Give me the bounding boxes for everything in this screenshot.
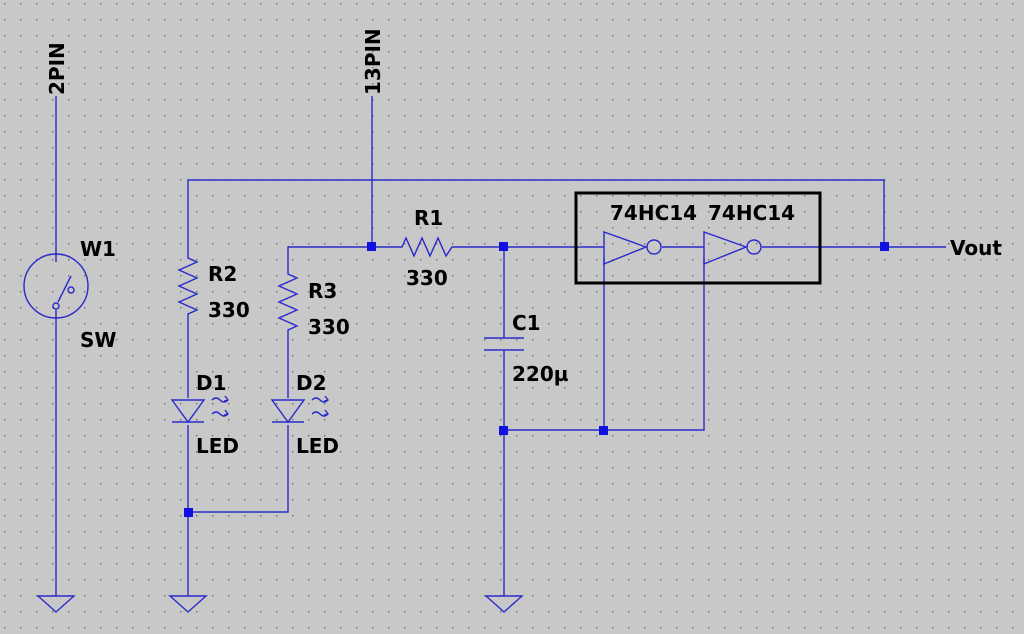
ground-icon [36, 595, 76, 613]
r2-value: 330 [208, 298, 250, 322]
wire-feedback [504, 258, 705, 431]
led-icon [170, 399, 206, 424]
u1-name: 74HC14 [610, 201, 697, 225]
resistor-icon [177, 250, 199, 320]
u2-name: 74HC14 [708, 201, 795, 225]
r1-value: 330 [406, 266, 448, 290]
r1-name: R1 [414, 206, 443, 230]
wire-r3-top [287, 246, 395, 268]
w1-name: W1 [80, 237, 116, 261]
w1-value: SW [80, 328, 116, 352]
inverter-u2 [703, 231, 762, 266]
led-icon [270, 399, 306, 424]
led-d2 [270, 395, 329, 424]
inverter-icon [603, 231, 648, 266]
inverter-icon [703, 231, 748, 266]
vout-label: Vout [950, 236, 1002, 260]
d1-name: D1 [196, 371, 227, 395]
switch-w1 [23, 253, 89, 319]
resistor-icon [395, 236, 458, 258]
ground-icon [168, 595, 208, 613]
wire-top-rail [187, 179, 885, 250]
d1-value: LED [196, 434, 239, 458]
junction-dot [499, 426, 508, 435]
net-label-2pin: 2PIN [45, 42, 69, 95]
ic-group-box [574, 191, 822, 285]
d2-name: D2 [296, 371, 327, 395]
d2-value: LED [296, 434, 339, 458]
junction-dot [367, 242, 376, 251]
junction-dot [184, 508, 193, 517]
ground-icon [484, 595, 524, 613]
junction-dot [499, 242, 508, 251]
capacitor-c1 [484, 337, 524, 351]
junction-dot [880, 242, 889, 251]
junction-dot [599, 426, 608, 435]
inverter-u1 [603, 231, 662, 266]
c1-value: 220µ [512, 362, 569, 386]
junctions [184, 242, 889, 517]
net-label-13pin: 13PIN [361, 28, 385, 95]
c1-name: C1 [512, 311, 541, 335]
resistor-r1 [395, 236, 458, 258]
r3-name: R3 [308, 279, 337, 303]
wires [55, 96, 946, 596]
led-d1 [170, 395, 229, 424]
r2-name: R2 [208, 262, 237, 286]
resistor-r3 [277, 268, 299, 338]
resistor-icon [277, 268, 299, 338]
ground-symbols [36, 595, 524, 613]
resistor-r2 [177, 250, 199, 320]
labels: 2PIN 13PIN W1 SW R2 330 R3 330 R1 330 C1… [45, 28, 1002, 458]
r3-value: 330 [308, 315, 350, 339]
wire-d2-joint [188, 425, 289, 513]
